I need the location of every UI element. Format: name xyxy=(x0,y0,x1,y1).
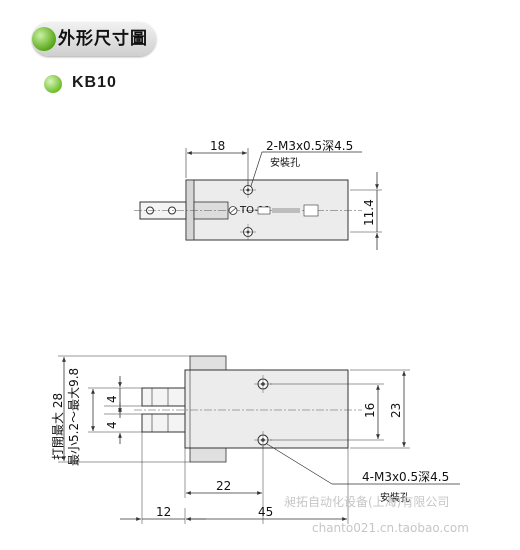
section-title: 外形尺寸圖 xyxy=(58,29,148,48)
top-hole-leader xyxy=(250,151,263,187)
top-hole-note: 安裝孔 xyxy=(270,156,300,169)
header-bullet-icon xyxy=(32,27,56,51)
watermark-url: chanto021.cn.taobao.com xyxy=(312,521,469,535)
model-name: KB10 xyxy=(72,74,117,91)
top-width-dim: 18 xyxy=(210,139,225,153)
side-view: 打開最大 28 最小5.2～最大9.8 4 4 16 23 4-M3x0.5深4… xyxy=(51,355,460,524)
side-length-12: 12 xyxy=(156,505,171,519)
top-body-flange xyxy=(185,179,195,241)
top-hole-callout: 2-M3x0.5深4.5 xyxy=(266,139,353,153)
watermark-company: 昶拓自动化设备(上海)有限公司 xyxy=(284,494,449,509)
top-port xyxy=(303,204,319,217)
side-hole-leader xyxy=(266,443,333,485)
top-height-dim: 11.4 xyxy=(362,199,376,226)
top-view: TO-11 18 2-M3x0.5深4.5 安裝孔 11.4 xyxy=(134,139,382,250)
side-jaw-upper xyxy=(141,387,186,407)
side-length-45: 45 xyxy=(258,505,273,519)
top-body-label: TO-11 xyxy=(239,205,271,216)
side-jaw-dim-upper: 4 xyxy=(105,395,119,403)
side-cap-top xyxy=(189,355,227,371)
side-jaw-dim-lower: 4 xyxy=(105,421,119,429)
side-inner-height: 16 xyxy=(363,403,377,418)
side-length-22: 22 xyxy=(216,479,231,493)
top-brand-mark xyxy=(272,208,300,213)
model-bullet-icon xyxy=(44,75,62,93)
side-opening-max: 打開最大 28 xyxy=(51,393,65,460)
side-outer-height: 23 xyxy=(389,403,403,418)
side-jaw-lower xyxy=(141,413,186,433)
side-opening-range: 最小5.2～最大9.8 xyxy=(67,368,81,466)
top-window xyxy=(257,206,271,215)
side-hole-callout: 4-M3x0.5深4.5 xyxy=(362,470,449,484)
side-hole-note: 安裝孔 xyxy=(380,491,410,504)
side-cap-bottom xyxy=(189,447,227,463)
